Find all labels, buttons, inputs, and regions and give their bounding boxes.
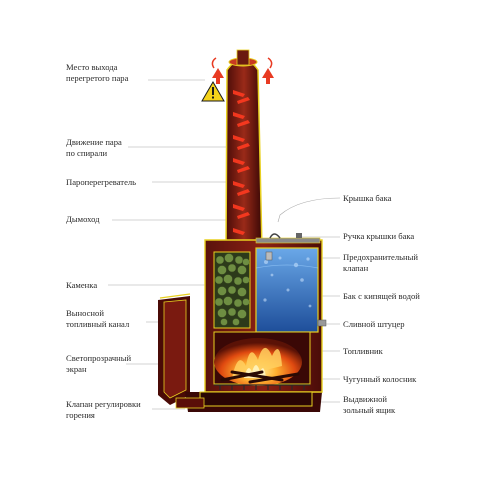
label-ash-box: Выдвижной зольный ящик	[343, 394, 396, 415]
water-tank	[255, 247, 319, 333]
firebox	[213, 331, 311, 386]
warning-icon	[201, 81, 225, 102]
ash-box	[175, 391, 313, 409]
grate	[214, 384, 310, 390]
label-damper: Клапан регулировки горения	[66, 399, 141, 420]
drain-fitting	[317, 319, 327, 327]
label-glass-screen: Светопрозрачный экран	[66, 353, 132, 374]
firewood	[220, 370, 300, 384]
label-superheater: Пароперегреватель	[66, 177, 137, 187]
chimney-pipe	[225, 49, 263, 251]
tank-lid	[255, 233, 321, 244]
label-fuel-channel: Выносной топливный канал	[66, 308, 130, 329]
label-tank-lid: Крышка бака	[343, 193, 392, 203]
label-drain: Сливной штуцер	[343, 319, 405, 329]
label-boiling-tank: Бак с кипящей водой	[343, 291, 420, 301]
label-lid-handle: Ручка крышки бака	[343, 231, 415, 241]
fuel-channel	[158, 293, 191, 405]
stones-chamber	[213, 251, 251, 329]
label-chimney: Дымоход	[66, 214, 100, 224]
label-firebox: Топливник	[343, 346, 383, 356]
label-safety-valve: Предохранительный клапан	[343, 252, 419, 273]
steam-spiral-arrows	[233, 90, 250, 235]
label-grate: Чугунный колосник	[343, 374, 417, 384]
label-steam-exit: Место выхода перегретого пара	[66, 62, 129, 83]
damper	[175, 397, 205, 409]
steam-arrow-icon	[211, 57, 274, 84]
label-stones: Каменка	[66, 280, 98, 290]
label-steam-spiral: Движение пара по спирали	[66, 137, 122, 158]
safety-valve	[265, 251, 273, 261]
lid-handle	[269, 233, 281, 239]
